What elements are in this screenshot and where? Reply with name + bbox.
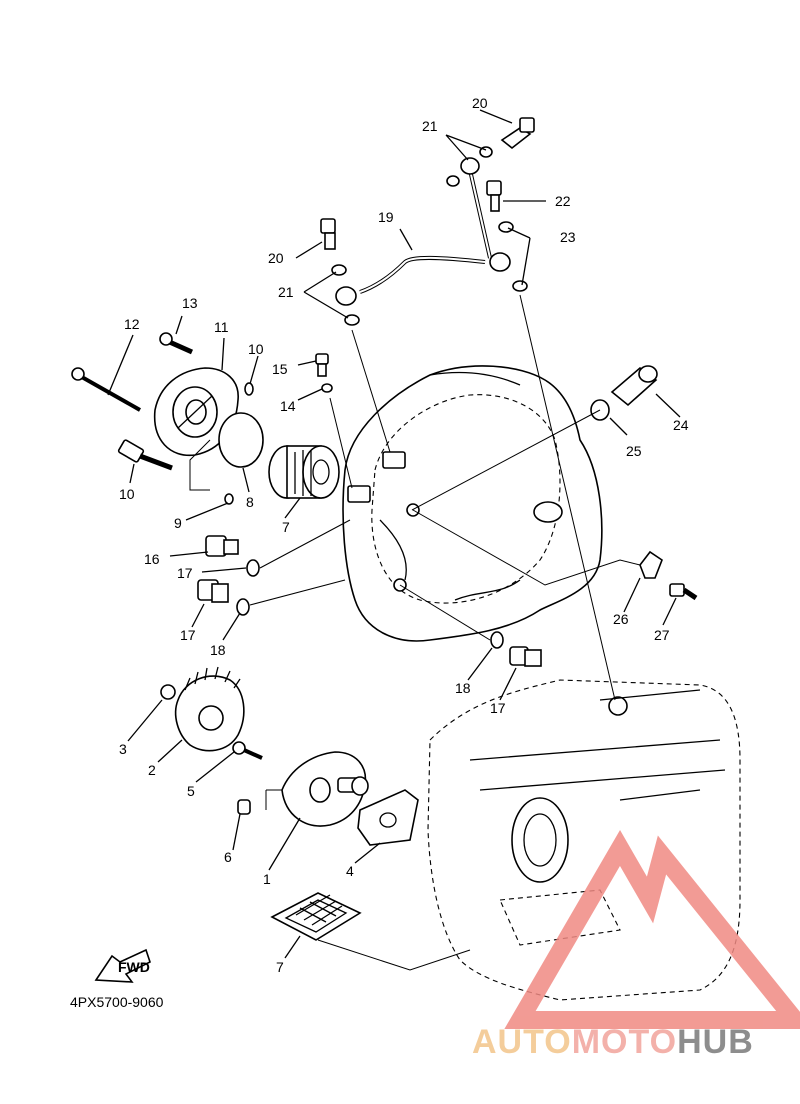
oil-pump-gear <box>160 666 245 752</box>
callout-21-top: 21 <box>422 118 438 134</box>
bolt-12 <box>117 439 173 471</box>
fwd-arrow-icon: FWD <box>94 948 151 983</box>
dowel-pin-6 <box>237 799 251 815</box>
callout-2: 2 <box>148 762 156 778</box>
callout-14: 13 <box>182 295 198 311</box>
leader-lines <box>107 109 681 971</box>
long-bolt-13 <box>71 367 141 412</box>
callout-12: 10 <box>119 486 135 502</box>
pump-gasket-4 <box>357 789 419 846</box>
crankcase-cover <box>342 365 603 642</box>
callout-21-left: 21 <box>278 284 294 300</box>
callout-4: 4 <box>346 863 354 879</box>
crankcase <box>427 679 741 1001</box>
callout-20-left: 20 <box>268 250 284 266</box>
callout-13: 12 <box>124 316 140 332</box>
callout-18-middle: 18 <box>210 642 226 658</box>
bolt-14 <box>159 332 194 355</box>
callout-24: 24 <box>673 417 689 433</box>
pump-screw-5 <box>232 741 263 760</box>
callout-7: 7 <box>276 959 284 975</box>
callout-10-bottom: 9 <box>174 515 182 531</box>
o-ring-small <box>224 382 254 505</box>
callout-18-upper: 17 <box>177 565 193 581</box>
o-ring-9 <box>218 412 264 468</box>
callout-20-top: 20 <box>472 95 488 111</box>
callout-17-right: 17 <box>490 700 506 716</box>
callout-3: 3 <box>119 741 127 757</box>
callout-17-upper: 16 <box>144 551 160 567</box>
callout-17-middle: 17 <box>180 627 196 643</box>
callout-18-right: 18 <box>455 680 471 696</box>
drain-plug-upper <box>205 535 260 577</box>
logo-text-moto: MOTO <box>572 1023 677 1061</box>
callout-labels: 20 21 22 23 19 20 21 13 12 11 10 15 14 1… <box>119 95 689 975</box>
callout-10-top: 10 <box>248 341 264 357</box>
union-bolt-top <box>500 117 535 150</box>
callout-15: 14 <box>280 398 296 414</box>
logo-text-auto: AUTO <box>472 1023 572 1061</box>
bracket-26-bolt-27 <box>639 550 698 601</box>
callout-1: 1 <box>263 871 271 887</box>
diagram-code: 4PX5700-9060 <box>70 994 164 1010</box>
callout-25: 25 <box>626 443 642 459</box>
oil-pump-assembly <box>281 751 369 827</box>
copper-washers <box>331 146 528 326</box>
oil-filter-8 <box>268 445 340 499</box>
logo-text-hub: HUB <box>677 1023 754 1061</box>
callout-11: 11 <box>214 319 229 335</box>
drain-plug-right <box>490 631 542 667</box>
callout-26: 26 <box>613 611 629 627</box>
fwd-label: FWD <box>118 959 150 975</box>
breather-hose-fitting <box>590 365 658 421</box>
callout-8: 7 <box>282 519 290 535</box>
union-bolt-22 <box>486 180 502 212</box>
callout-27: 27 <box>654 627 670 643</box>
oil-pump-cover <box>153 367 239 457</box>
callout-22: 22 <box>555 193 571 209</box>
callout-16: 15 <box>272 361 288 377</box>
oil-strainer-7 <box>270 892 362 941</box>
callout-5: 5 <box>187 783 195 799</box>
drain-plug-middle <box>197 579 250 616</box>
callout-19: 19 <box>378 209 394 225</box>
callout-9: 8 <box>246 494 254 510</box>
logo-text: AUTOMOTOHUB <box>472 1023 754 1061</box>
callout-23: 23 <box>560 229 576 245</box>
automotohub-logo: AUTOMOTOHUB <box>472 830 800 1061</box>
oil-delivery-pipe <box>335 157 511 306</box>
callout-6: 6 <box>224 849 232 865</box>
union-bolt-left <box>320 218 336 250</box>
bolt-16 <box>315 353 333 393</box>
